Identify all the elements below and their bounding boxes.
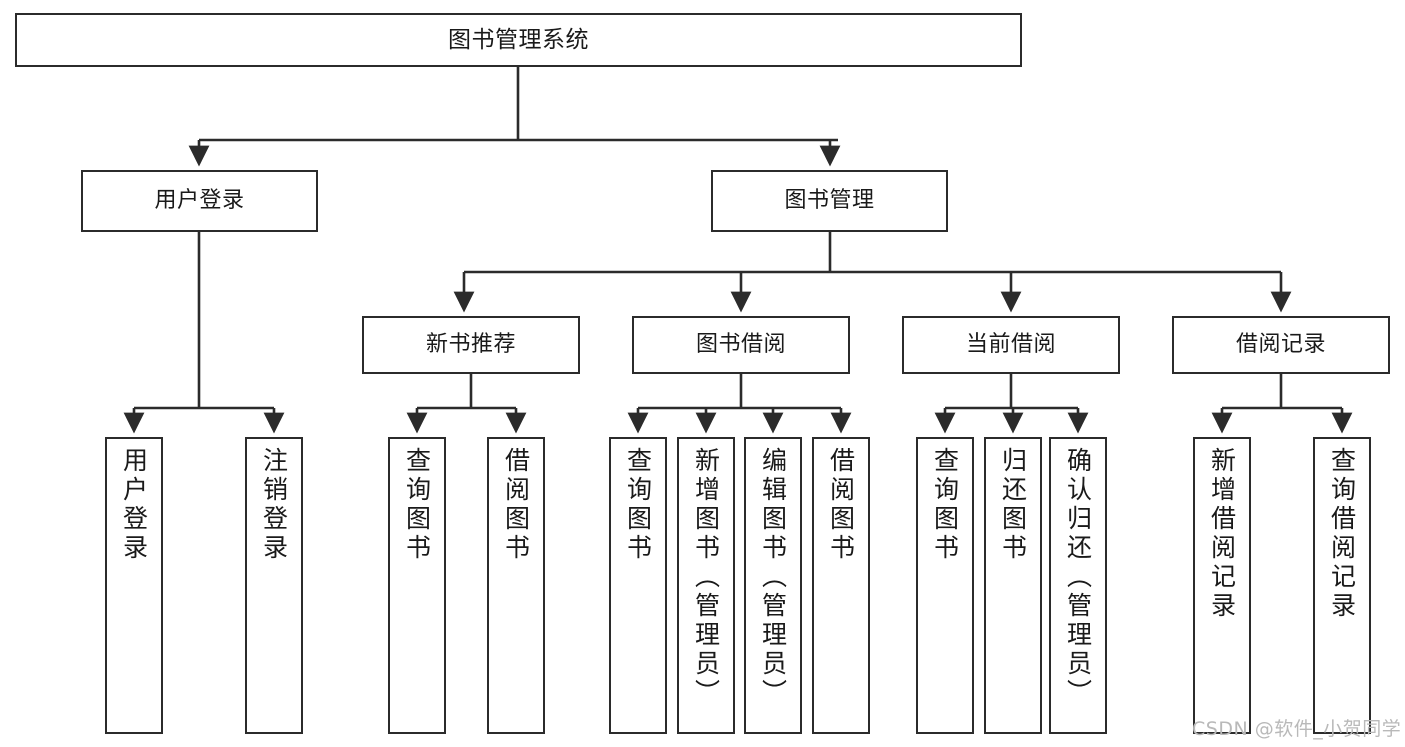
node-root[interactable]: 图书管理系统 <box>15 13 1022 67</box>
leaf-borrow-book-1-label: 借阅图书 <box>501 447 531 563</box>
leaf-query-book-2-label: 查询图书 <box>623 447 653 563</box>
leaf-query-book-2[interactable]: 查询图书 <box>609 437 667 734</box>
leaf-add-record-label: 新增借阅记录 <box>1207 447 1237 621</box>
leaf-query-book-3-label: 查询图书 <box>930 447 960 563</box>
node-user-login[interactable]: 用户登录 <box>81 170 318 232</box>
leaf-return-book[interactable]: 归还图书 <box>984 437 1042 734</box>
leaf-confirm-return[interactable]: 确认归还（管理员） <box>1049 437 1107 734</box>
leaf-confirm-return-label: 确认归还（管理员） <box>1063 447 1093 708</box>
leaf-logout-label: 注销登录 <box>259 447 289 563</box>
node-book-borrow-label: 图书借阅 <box>695 332 786 358</box>
leaf-user-login[interactable]: 用户登录 <box>105 437 163 734</box>
node-new-book-recommend-label: 新书推荐 <box>425 332 516 358</box>
leaf-return-book-label: 归还图书 <box>998 447 1028 563</box>
leaf-query-book-1[interactable]: 查询图书 <box>388 437 446 734</box>
node-book-management-label: 图书管理 <box>784 188 875 214</box>
leaf-query-record[interactable]: 查询借阅记录 <box>1313 437 1371 734</box>
node-current-borrow-label: 当前借阅 <box>965 332 1056 358</box>
leaf-edit-book-label: 编辑图书（管理员） <box>758 447 788 708</box>
leaf-logout[interactable]: 注销登录 <box>245 437 303 734</box>
node-borrow-record-label: 借阅记录 <box>1235 332 1326 358</box>
node-book-borrow[interactable]: 图书借阅 <box>632 316 850 374</box>
leaf-edit-book[interactable]: 编辑图书（管理员） <box>744 437 802 734</box>
leaf-add-record[interactable]: 新增借阅记录 <box>1193 437 1251 734</box>
leaf-borrow-book-2-label: 借阅图书 <box>826 447 856 563</box>
node-new-book-recommend[interactable]: 新书推荐 <box>362 316 580 374</box>
leaf-user-login-label: 用户登录 <box>119 447 149 563</box>
node-user-login-label: 用户登录 <box>154 188 245 214</box>
leaf-borrow-book-1[interactable]: 借阅图书 <box>487 437 545 734</box>
leaf-query-book-1-label: 查询图书 <box>402 447 432 563</box>
leaf-borrow-book-2[interactable]: 借阅图书 <box>812 437 870 734</box>
leaf-add-book[interactable]: 新增图书（管理员） <box>677 437 735 734</box>
leaf-add-book-label: 新增图书（管理员） <box>691 447 721 708</box>
node-current-borrow[interactable]: 当前借阅 <box>902 316 1120 374</box>
leaf-query-book-3[interactable]: 查询图书 <box>916 437 974 734</box>
node-borrow-record[interactable]: 借阅记录 <box>1172 316 1390 374</box>
csdn-watermark: CSDN @软件_小贺同学 <box>1192 718 1402 740</box>
node-root-label: 图书管理系统 <box>448 26 589 53</box>
node-book-management[interactable]: 图书管理 <box>711 170 948 232</box>
leaf-query-record-label: 查询借阅记录 <box>1327 447 1357 621</box>
